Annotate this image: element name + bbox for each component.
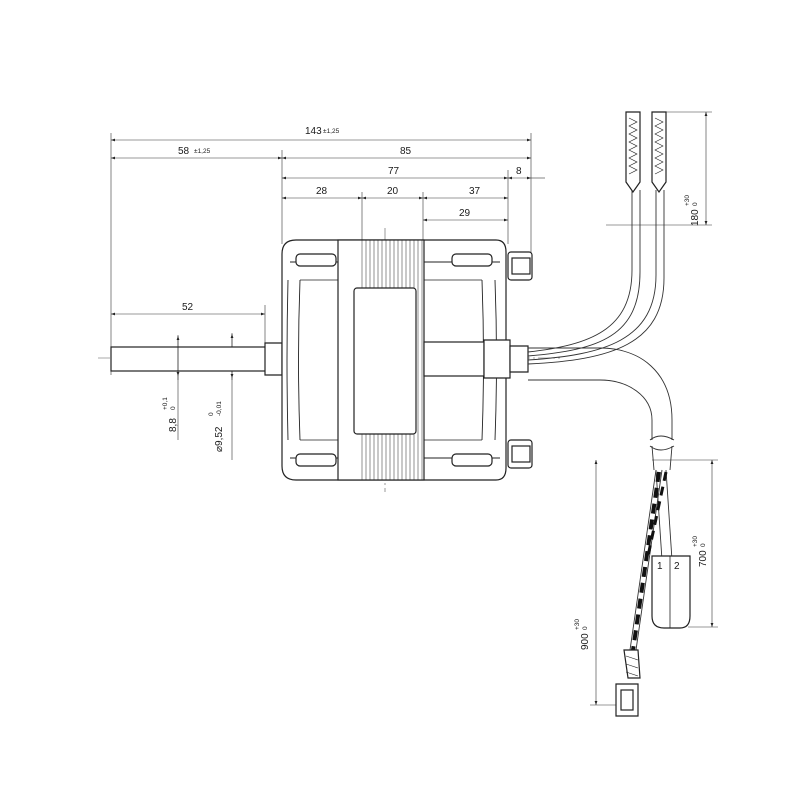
dim-28: 28 (316, 186, 328, 197)
dim-85: 85 (400, 146, 412, 157)
dim-9-52-tol-lower: -0,01 (216, 401, 223, 416)
dim-37: 37 (469, 186, 481, 197)
dim-20: 20 (387, 186, 399, 197)
dim-700-tol-upper: +30 (692, 536, 699, 547)
extension-lines (110, 111, 718, 706)
dim-700-tol-lower: 0 (700, 543, 707, 547)
dim-9-52-tol-upper: 0 (208, 412, 215, 416)
dimension-labels: 143 ±1,25 58 ±1,25 85 77 8 28 20 37 29 5… (162, 126, 709, 650)
dim-8-8-tol-upper: +0,1 (162, 397, 169, 410)
coil-window (353, 287, 417, 435)
dim-900-tol-lower: 0 (582, 626, 589, 630)
dim-180-tol-upper: +30 (684, 195, 691, 206)
dim-180-tol-lower: 0 (692, 202, 699, 206)
dim-77: 77 (388, 166, 400, 177)
dim-52: 52 (182, 302, 194, 313)
dim-143-tol: ±1,25 (323, 128, 340, 135)
flat-terminal-connector (615, 649, 641, 717)
dim-58-tol: ±1,25 (194, 148, 211, 155)
top-connectors (625, 111, 667, 194)
two-pin-connector[interactable]: 1 2 (651, 555, 691, 629)
dim-700: 700 (698, 550, 709, 567)
shaft (110, 342, 283, 376)
dim-9-52: ⌀9,52 (214, 426, 225, 452)
dim-8-8: 8,8 (168, 418, 179, 432)
dim-143: 143 (305, 126, 322, 137)
dim-58: 58 (178, 146, 190, 157)
dim-8: 8 (516, 166, 522, 177)
dim-900: 900 (580, 633, 591, 650)
connector-pin-2: 2 (674, 561, 680, 572)
dim-180: 180 (690, 209, 701, 226)
leads (527, 190, 675, 651)
motor-body (281, 239, 533, 481)
dim-8-8-tol-lower: 0 (170, 406, 177, 410)
connector-pin-1: 1 (657, 561, 663, 572)
dim-900-tol-upper: +30 (574, 619, 581, 630)
dimension-lines (111, 112, 714, 705)
dim-29: 29 (459, 208, 471, 219)
